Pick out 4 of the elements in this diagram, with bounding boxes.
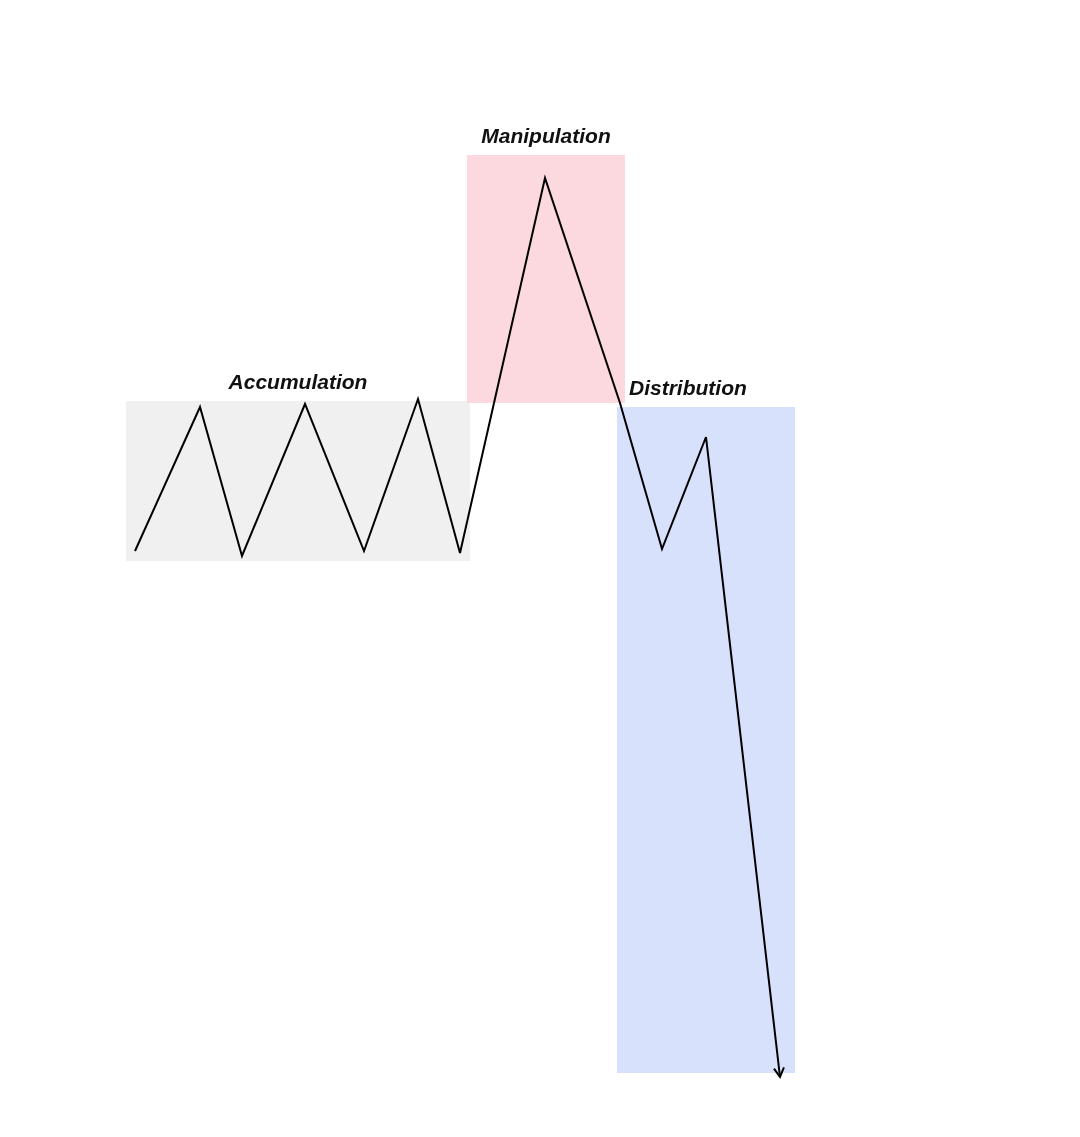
phase-heading: Accumulation bbox=[228, 369, 368, 395]
price-path-arrow bbox=[493, 174, 785, 1078]
phase-heading: Manipulation bbox=[481, 123, 611, 149]
phase-heading: Distribution bbox=[629, 375, 747, 401]
